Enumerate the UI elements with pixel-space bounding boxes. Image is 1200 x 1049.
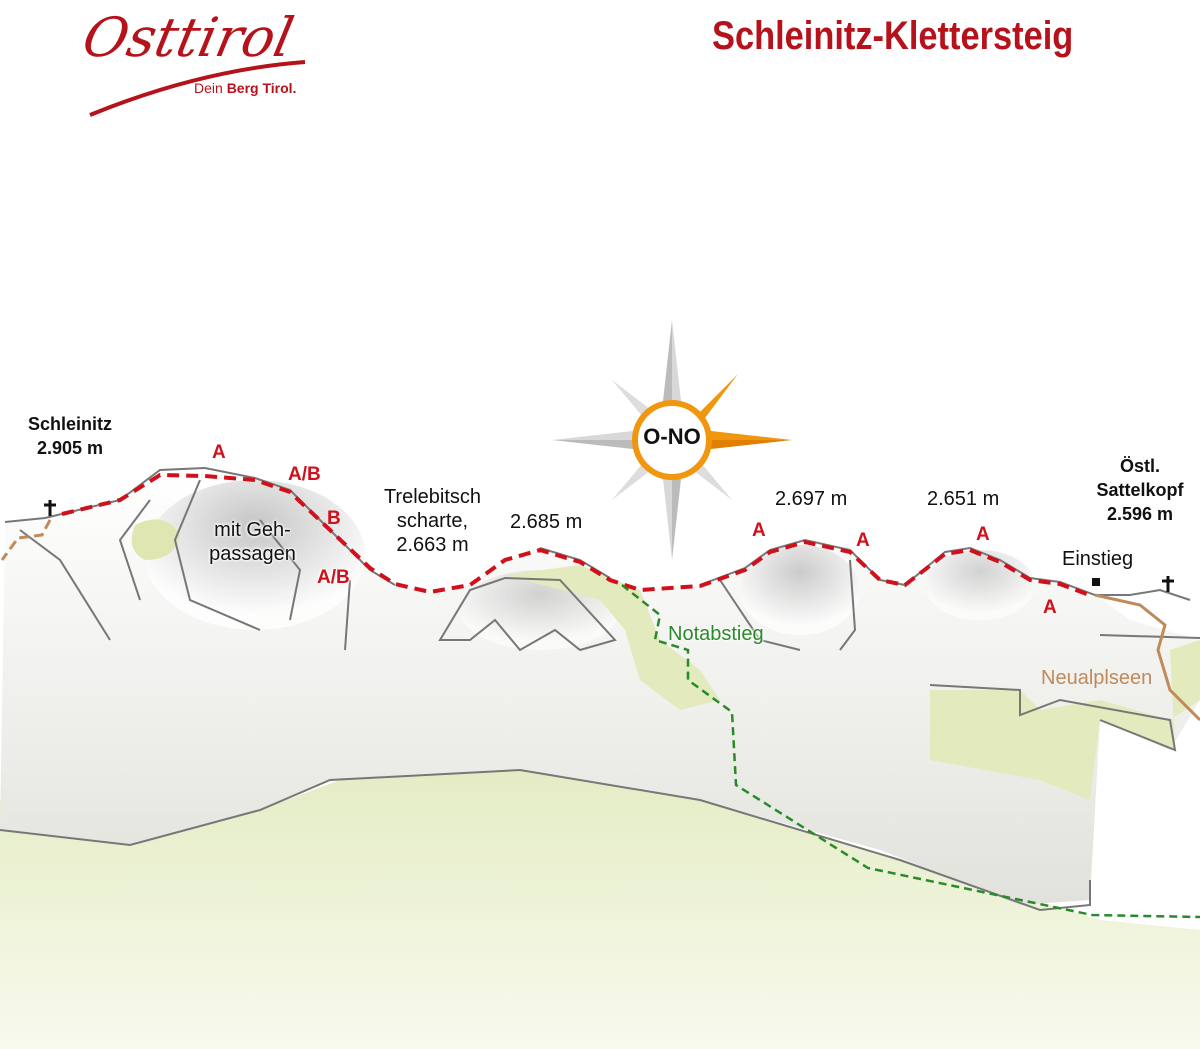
label-elevation-2651: 2.651 m (927, 488, 1000, 510)
grade-label: B (327, 508, 341, 529)
compass-direction: O-NO (643, 424, 701, 449)
osttirol-logo[interactable]: Osttirol (77, 6, 299, 69)
logo-tagline: Dein Berg Tirol. (194, 80, 297, 96)
meadow-patch (505, 565, 720, 710)
access-path (1094, 593, 1200, 722)
label-neualplseen: Neualplseen (1041, 667, 1153, 689)
grade-label: A (752, 520, 766, 541)
rock-face (145, 480, 365, 630)
label-gehpassagen: mit Geh-passagen (209, 519, 296, 565)
label-elevation-2685: 2.685 m (510, 511, 583, 533)
logo-swoosh (89, 60, 306, 117)
grade-label: A (856, 530, 870, 551)
grade-label: A (976, 524, 990, 545)
meadow-patch (930, 640, 1200, 800)
grade-label: A (1043, 597, 1057, 618)
escape-route (621, 584, 1200, 919)
meadow-patch (131, 519, 180, 560)
grade-label: A/B (317, 567, 350, 588)
rock-face (925, 550, 1035, 620)
compass-rose-icon (552, 320, 792, 560)
climbing-route (61, 472, 1093, 598)
summit-cross-icon (44, 500, 56, 516)
summit-cross-icon (1162, 576, 1174, 592)
grade-label: A (212, 442, 226, 463)
meadow-area (0, 770, 1200, 1049)
label-elevation-2697: 2.697 m (775, 488, 848, 510)
logo-wordmark: Osttirol (77, 6, 299, 69)
label-notabstieg: Notabstieg (668, 623, 764, 645)
einstieg-marker-icon (1092, 578, 1100, 586)
access-path (0, 519, 52, 561)
label-einstieg: Einstieg (1062, 548, 1134, 570)
grade-label: A/B (288, 464, 321, 485)
page-title: Schleinitz-Klettersteig (712, 14, 1074, 58)
rock-face (740, 545, 860, 635)
